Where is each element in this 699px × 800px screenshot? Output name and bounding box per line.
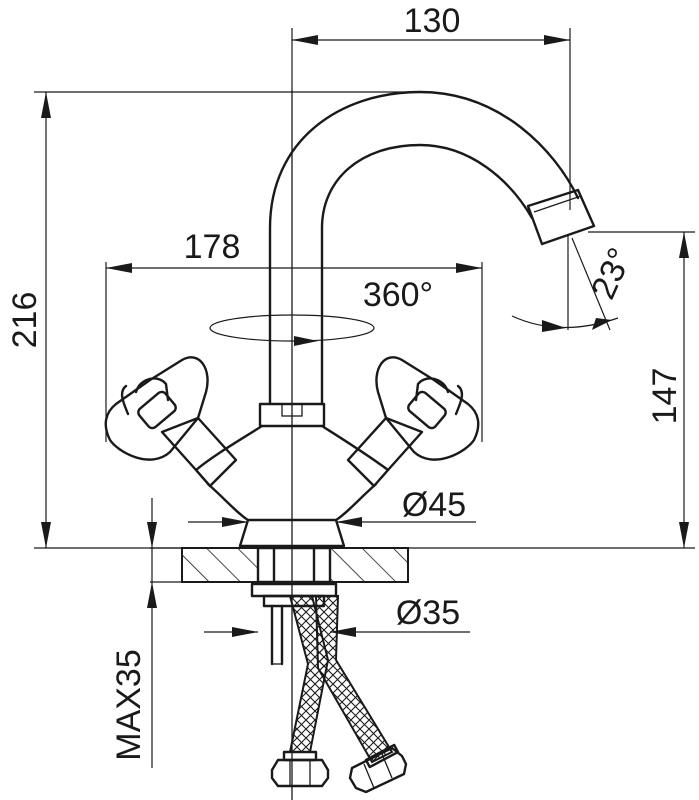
- hose-nuts: [270, 743, 408, 794]
- spout-height-label: 147: [646, 368, 684, 425]
- reach-label: 130: [404, 2, 461, 40]
- supply-hoses: [288, 595, 394, 764]
- left-handle: [104, 356, 238, 488]
- span-label: 178: [184, 228, 241, 266]
- max-thickness-label: MAX35: [110, 649, 148, 761]
- reach-dimension: 130: [291, 2, 571, 210]
- span-dimension: 178: [105, 228, 483, 442]
- countertop-section: [181, 546, 409, 584]
- valve-body: [194, 402, 390, 548]
- spout-angle-dimension: 23°: [511, 236, 640, 332]
- height-dimension: 216: [6, 91, 695, 549]
- height-label: 216: [6, 292, 44, 349]
- max-thickness-dimension: MAX35: [110, 498, 182, 768]
- rotation-label: 360°: [363, 276, 433, 314]
- hole-diameter-label: Ø35: [396, 594, 460, 632]
- base-diameter-label: Ø45: [402, 486, 466, 524]
- base-diameter-dimension: Ø45: [188, 486, 476, 527]
- angle-label: 23°: [584, 242, 640, 304]
- spout-height-dimension: 147: [588, 231, 695, 548]
- hole-diameter-dimension: Ø35: [204, 594, 470, 637]
- spout: [268, 90, 596, 406]
- right-handle: [346, 356, 480, 488]
